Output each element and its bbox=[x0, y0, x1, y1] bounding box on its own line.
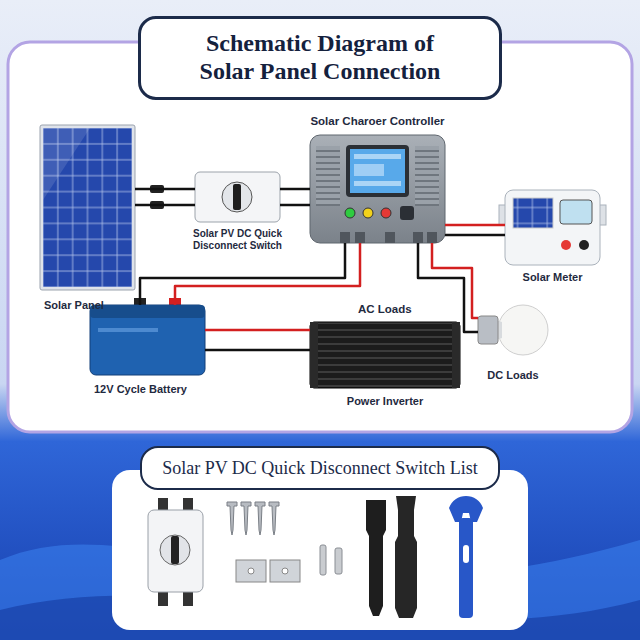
battery: 12V Cycle Battery bbox=[90, 305, 205, 375]
top-panel bbox=[8, 42, 632, 432]
black-wire bbox=[205, 349, 310, 352]
wire-pair bbox=[205, 330, 310, 350]
title-text: Schematic Diagram of Solar Panel Connect… bbox=[189, 30, 451, 85]
wire-pair bbox=[418, 243, 478, 332]
wire-pair bbox=[135, 189, 195, 205]
controller-body bbox=[310, 135, 445, 243]
mc4-connector bbox=[395, 496, 417, 618]
panel-frame bbox=[40, 125, 135, 290]
lcd-line bbox=[354, 154, 401, 159]
battery-body bbox=[90, 305, 205, 375]
wrench-handle bbox=[459, 518, 473, 618]
solar-panel: Solar Panel bbox=[40, 125, 135, 290]
charge-controller: Solar Charoer Controller bbox=[310, 135, 445, 243]
switch-knob bbox=[160, 535, 190, 565]
bracket-hole bbox=[248, 568, 254, 574]
wrench-slot bbox=[463, 545, 469, 563]
controller-button bbox=[400, 206, 414, 220]
cable-port bbox=[340, 232, 350, 243]
battery-lid bbox=[90, 305, 205, 318]
switch-handle bbox=[171, 536, 179, 564]
meter-button bbox=[579, 240, 589, 250]
component-label: Solar Charoer Controller bbox=[310, 115, 444, 129]
red-wire bbox=[175, 243, 360, 305]
gland bbox=[183, 498, 193, 510]
led-red bbox=[381, 208, 391, 218]
component-label: Solar Panel bbox=[44, 299, 104, 312]
meter-lcd bbox=[560, 200, 592, 224]
bracket bbox=[236, 560, 266, 582]
cable-port bbox=[355, 232, 365, 243]
inverter-cap bbox=[452, 322, 460, 388]
bracket bbox=[270, 560, 300, 582]
component-label: Solar PV DC Quick Disconnect Switch bbox=[182, 228, 294, 252]
cable-port bbox=[413, 232, 423, 243]
switch-body bbox=[195, 172, 280, 222]
meter-button bbox=[561, 240, 571, 250]
black-wire bbox=[280, 188, 310, 191]
screw bbox=[269, 502, 279, 535]
red-wire bbox=[432, 243, 478, 318]
inverter-cap bbox=[310, 322, 318, 388]
meter-pv bbox=[513, 198, 553, 228]
black-wire bbox=[140, 243, 345, 305]
controller-fins bbox=[316, 146, 340, 206]
red-wire bbox=[205, 329, 310, 332]
lcd-line bbox=[354, 164, 384, 176]
screw bbox=[241, 502, 251, 535]
inverter-body bbox=[310, 322, 460, 388]
black-wire bbox=[418, 243, 478, 332]
screen-bezel bbox=[346, 145, 409, 197]
component-label: DC Loads bbox=[487, 369, 538, 382]
bulb-globe bbox=[498, 305, 548, 355]
crimp-pin bbox=[335, 548, 342, 574]
solar-meter: Solar Meter bbox=[505, 190, 600, 265]
bottom-panel bbox=[112, 470, 528, 630]
disconnect-switch: Solar PV DC Quick Disconnect Switch bbox=[195, 172, 280, 222]
bracket-hole bbox=[282, 568, 288, 574]
bulb-base bbox=[478, 316, 498, 344]
switch-knob bbox=[222, 182, 252, 212]
panel-cells bbox=[43, 128, 132, 287]
wire-pair bbox=[445, 225, 505, 235]
cable-port bbox=[385, 232, 395, 243]
led-green bbox=[345, 208, 355, 218]
switch-handle bbox=[233, 184, 241, 210]
heading-text: Solar PV DC Quick Disconnect Switch List bbox=[162, 458, 478, 479]
component-label: Power Inverter bbox=[347, 395, 423, 408]
cable-port bbox=[427, 232, 437, 243]
screw bbox=[227, 502, 237, 535]
meter-body bbox=[505, 190, 600, 265]
gland bbox=[158, 498, 168, 510]
black-wire bbox=[445, 234, 505, 237]
black-wire bbox=[280, 204, 310, 207]
component-label: Solar Meter bbox=[523, 271, 583, 284]
screw bbox=[255, 502, 265, 535]
led-yellow bbox=[363, 208, 373, 218]
list-heading-box: Solar PV DC Quick Disconnect Switch List bbox=[140, 446, 500, 490]
panel-sheen bbox=[43, 128, 90, 200]
lcd-screen bbox=[350, 149, 405, 193]
dc-load-bulb: DC Loads bbox=[478, 298, 548, 363]
lcd-line bbox=[354, 181, 401, 186]
power-inverter: Power Inverter bbox=[310, 322, 460, 388]
mc4-connector bbox=[366, 500, 386, 616]
wire-label: AC Loads bbox=[358, 303, 412, 315]
title-box: Schematic Diagram of Solar Panel Connect… bbox=[138, 16, 502, 100]
gland bbox=[183, 592, 193, 606]
controller-fins bbox=[415, 146, 439, 206]
component-label: 12V Cycle Battery bbox=[94, 383, 187, 396]
wire-pair bbox=[280, 189, 310, 205]
red-wire bbox=[445, 224, 505, 227]
black-wire bbox=[135, 188, 195, 191]
crimp-pin bbox=[320, 545, 326, 575]
switch-body bbox=[148, 510, 203, 592]
black-wire bbox=[135, 204, 195, 207]
gland bbox=[158, 592, 168, 606]
wire-pair bbox=[140, 243, 360, 305]
battery-highlight bbox=[98, 328, 158, 332]
